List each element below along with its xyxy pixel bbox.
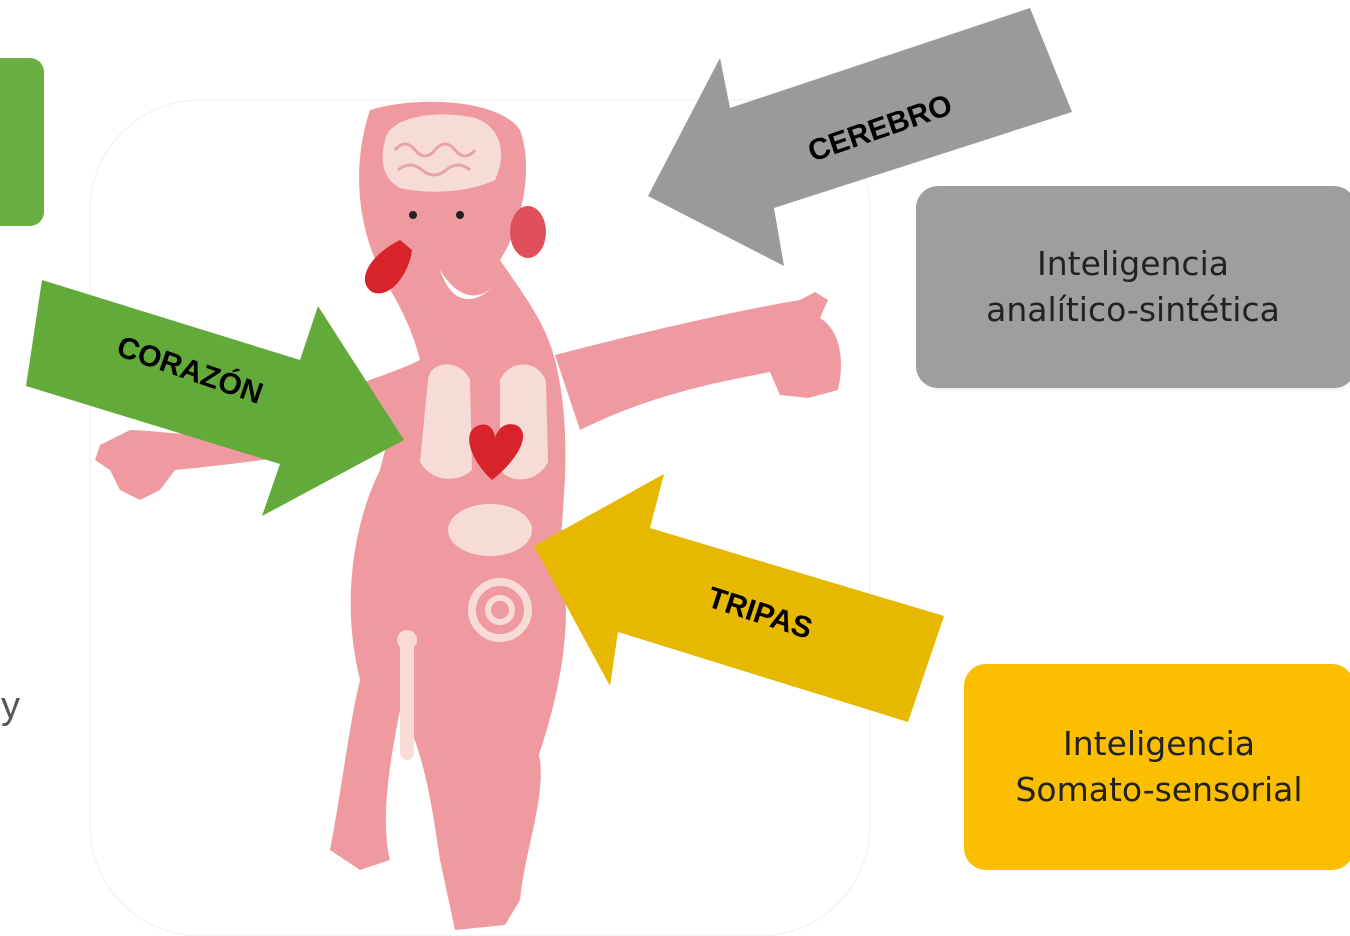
box-line-2: analítico-sintética: [986, 287, 1280, 333]
stomach-icon: [448, 504, 532, 556]
femur-bone: [400, 640, 414, 760]
box-line-1: Inteligencia: [1063, 721, 1255, 767]
eye-icon: [409, 211, 417, 219]
somato-intelligence-box: Inteligencia Somato-sensorial: [964, 664, 1350, 870]
box-line-1: Inteligencia: [1037, 241, 1229, 287]
ear-icon: [510, 206, 546, 258]
box-line-2: Somato-sensorial: [1015, 767, 1302, 813]
brain-icon: [383, 114, 501, 191]
analytic-intelligence-box: Inteligencia analítico-sintética: [916, 186, 1350, 388]
eye-icon: [456, 211, 464, 219]
